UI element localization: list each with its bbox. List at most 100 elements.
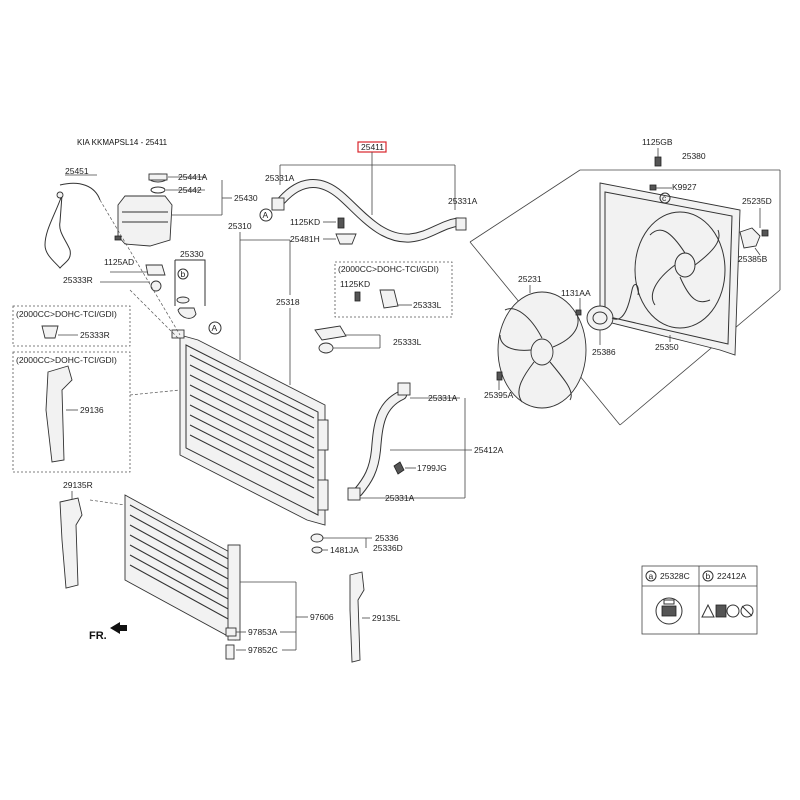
clip-1799JG [393,461,405,475]
nut-1131AA [575,309,582,316]
callout-c-circle [659,192,671,204]
connector-25235D [761,229,769,237]
label-1125KD-box: 1125KD [340,279,370,289]
variant-box-left-bottom [12,351,131,473]
label-1799JG: 1799JG [417,463,447,473]
group-box-edge [619,289,781,426]
fan-blade-25231 [497,291,587,409]
label-K9927: K9927 [672,182,697,192]
drain-plug-25336 [310,533,324,543]
fan-shroud-25350 [599,182,741,356]
label-25350: 25350 [655,342,679,352]
label-29135R: 29135R [63,480,93,490]
label-25331A-mid: 25331A [428,393,458,403]
label-25336D: 25336D [373,543,403,553]
caution-label-icon [701,603,754,618]
legend-b-circle [702,570,714,582]
label-25331A-right: 25331A [448,196,478,206]
variant-box-left-top-label: (2000CC>DOHC-TCI/GDI) [16,309,117,319]
reservoir-tank-25430 [117,195,173,247]
hose-clamp-left [271,197,285,211]
bracket-25333R [145,264,166,276]
bracket-25333R-box [41,325,59,339]
callout-b: b [181,269,186,279]
label-25231: 25231 [518,274,542,284]
drain-seal-1481JA [311,546,323,554]
air-guard-29136 [45,365,73,463]
motor-core [592,311,608,325]
bracket-25481H [335,233,357,245]
label-25318: 25318 [276,297,300,307]
air-guard-29135R [59,497,83,589]
label-25330: 25330 [180,249,204,259]
reservoir-cap-body [148,173,168,181]
callout-c: c [662,193,667,203]
legend-a-part: 25328C [660,571,690,581]
group-box-edge [469,169,581,243]
label-25336: 25336 [375,533,399,543]
legend-a-circle [645,570,657,582]
legend-b-label: b [706,571,711,581]
bracket-25333L-box [379,289,399,309]
bracket-25333L [314,325,347,341]
lower-hose-fill [354,391,406,496]
guide-line [129,389,181,396]
screw-25395A [496,371,503,381]
hose-clamp-mid [397,382,411,396]
condenser-97606 [124,494,241,641]
label-97852C: 97852C [248,645,278,655]
label-1481JA: 1481JA [330,545,359,555]
label-25386: 25386 [592,347,616,357]
hose-25330 [177,307,197,319]
guide-line [99,199,181,336]
bolt-1125KD [337,217,345,229]
label-29135L: 29135L [372,613,401,623]
label-25442: 25442 [178,185,202,195]
callout-A-circle [208,321,222,335]
variant-box-top-label: (2000CC>DOHC-TCI/GDI) [338,264,439,274]
upper-hose-fill [278,180,462,242]
clip-K9927 [649,184,657,191]
label-25395A: 25395A [484,390,514,400]
callout-A-lower: A [212,323,218,333]
label-25430: 25430 [234,193,258,203]
front-arrow-icon [110,622,127,634]
overflow-hose [44,194,71,269]
label-25331A-low: 25331A [385,493,415,503]
clamp [176,296,190,304]
leader [754,247,761,256]
warning-label-icon [655,597,683,625]
label-25333R-box: 25333R [80,330,110,340]
drier-97853A [225,627,237,637]
motor-wire [611,284,639,320]
label-25385B: 25385B [738,254,768,264]
label-25412A: 25412A [474,445,504,455]
hose-clamp-right [455,217,467,231]
grommet-25333L [318,342,334,354]
label-97606: 97606 [310,612,334,622]
grommet [150,280,162,292]
callout-b-circle [177,268,189,280]
bolt-1125KD-box [354,291,361,302]
label-25333R-top: 25333R [63,275,93,285]
air-guard-29135L [349,571,365,663]
guide-line [89,499,126,506]
plug-97852C [225,644,235,660]
reservoir-hose-25451 [59,182,101,201]
label-25310: 25310 [228,221,252,231]
label-25380: 25380 [682,151,706,161]
label-1125GB: 1125GB [642,137,673,147]
legend-b-part: 22412A [717,571,747,581]
radiator-25310 [171,329,329,526]
label-25481H: 25481H [290,234,320,244]
callout-A-circle [259,208,273,222]
label-1125AD: 1125AD [104,257,134,267]
label-25333L-box: 25333L [413,300,442,310]
callout-A: A [263,210,269,220]
label-25451: 25451 [65,166,89,176]
label-97853A: 97853A [248,627,278,637]
guide-line [129,289,181,341]
label-25333L: 25333L [393,337,422,347]
resistor-25385B [739,227,761,249]
